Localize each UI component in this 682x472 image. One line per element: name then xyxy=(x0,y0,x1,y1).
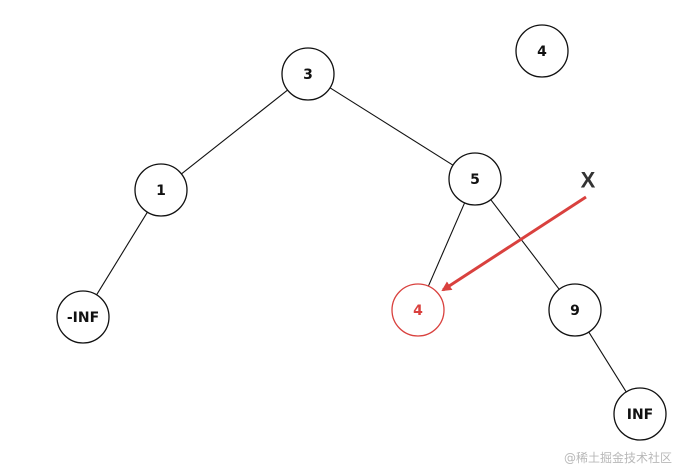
tree-node-right-right-right: INF xyxy=(613,387,667,441)
tree-node-floating: 4 xyxy=(515,24,569,78)
edge-root-to-right xyxy=(329,87,454,166)
tree-node-left-left: -INF xyxy=(56,290,110,344)
node-circle xyxy=(56,290,110,344)
edge-right-to-right-right xyxy=(490,199,560,290)
tree-node-right-left: 4 xyxy=(391,283,445,337)
node-circle xyxy=(391,283,445,337)
tree-node-root: 3 xyxy=(281,47,335,101)
edges-layer xyxy=(96,87,627,393)
node-label: 3 xyxy=(303,67,313,83)
node-label: 5 xyxy=(470,172,480,188)
node-circle xyxy=(134,163,188,217)
edge-right-right-to-right-right-right xyxy=(588,331,627,393)
node-label: 9 xyxy=(570,303,580,319)
annotation-x-label: X xyxy=(581,168,596,193)
node-label: -INF xyxy=(67,310,99,326)
node-label: 1 xyxy=(156,183,166,199)
node-circle xyxy=(448,152,502,206)
node-circle xyxy=(613,387,667,441)
edge-right-to-right-left xyxy=(427,202,466,287)
node-label: 4 xyxy=(537,44,547,60)
node-label: INF xyxy=(627,407,654,423)
edge-root-to-left xyxy=(181,89,288,175)
annotation-arrow xyxy=(441,195,587,292)
watermark: @稀土掘金技术社区 xyxy=(564,450,672,465)
node-circle xyxy=(548,283,602,337)
tree-node-right: 5 xyxy=(448,152,502,206)
edge-left-to-left-left xyxy=(96,211,148,296)
tree-node-right-right: 9 xyxy=(548,283,602,337)
node-circle xyxy=(515,24,569,78)
node-label: 4 xyxy=(413,303,423,319)
tree-node-left: 1 xyxy=(134,163,188,217)
node-circle xyxy=(281,47,335,101)
